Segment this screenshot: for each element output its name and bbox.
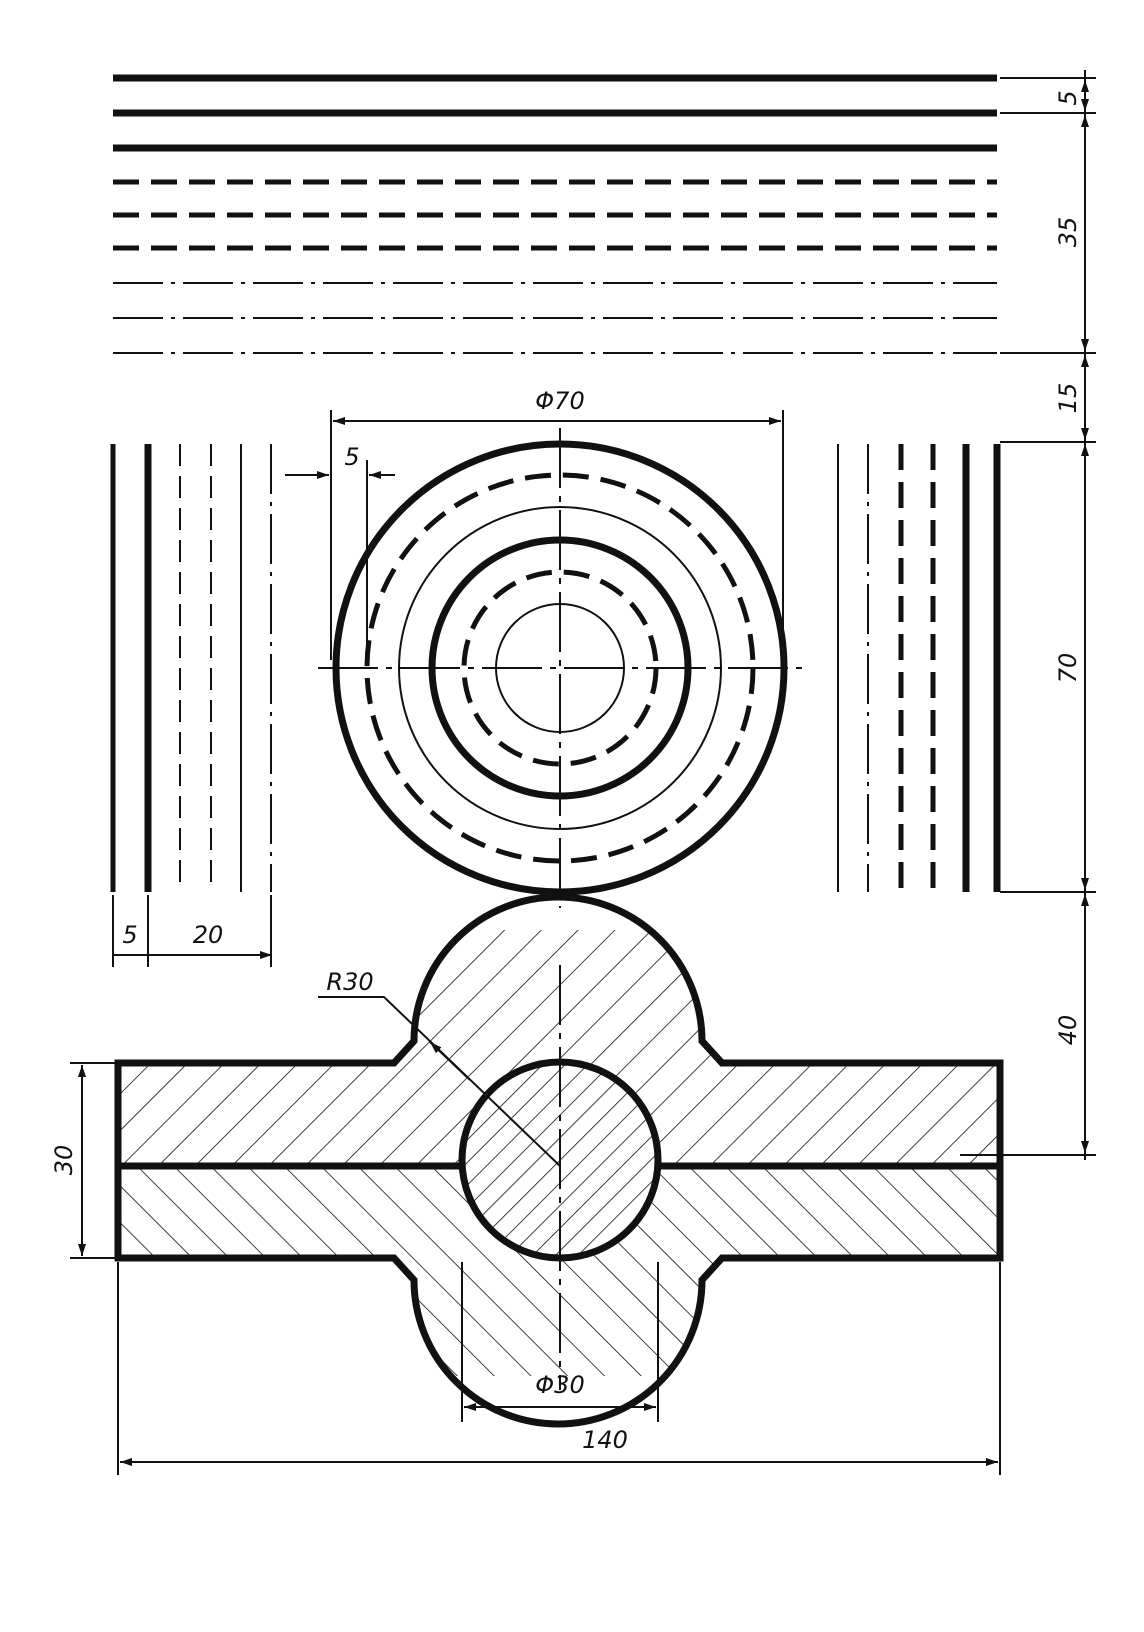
left-vertical-samples: 5 20	[110, 444, 272, 967]
dim-label-70: 70	[1054, 653, 1082, 684]
dim-label-r30: R30	[326, 968, 373, 996]
dim-label-left-20: 20	[193, 921, 224, 949]
dim-label-5-top: 5	[1054, 90, 1082, 105]
dim-label-40: 40	[1054, 1015, 1082, 1046]
dim-label-140: 140	[582, 1426, 628, 1454]
dim-label-d70: Φ70	[535, 387, 584, 415]
section-view: R30 30 Φ30 140	[50, 893, 1004, 1475]
dim-label-35: 35	[1054, 217, 1082, 248]
dim-label-15: 15	[1054, 383, 1082, 414]
line-samples-block	[113, 74, 997, 354]
dim-label-d30: Φ30	[535, 1371, 584, 1399]
right-vertical-samples	[837, 444, 1001, 892]
dim-label-circle-5: 5	[344, 443, 359, 471]
dim-label-30: 30	[50, 1145, 78, 1176]
right-dimension-chain: 5 35 15 70 40	[960, 70, 1096, 1160]
concentric-circles-view: Φ70 5	[285, 387, 802, 908]
section-outline	[114, 893, 1004, 1428]
dim-label-left-5: 5	[122, 921, 137, 949]
